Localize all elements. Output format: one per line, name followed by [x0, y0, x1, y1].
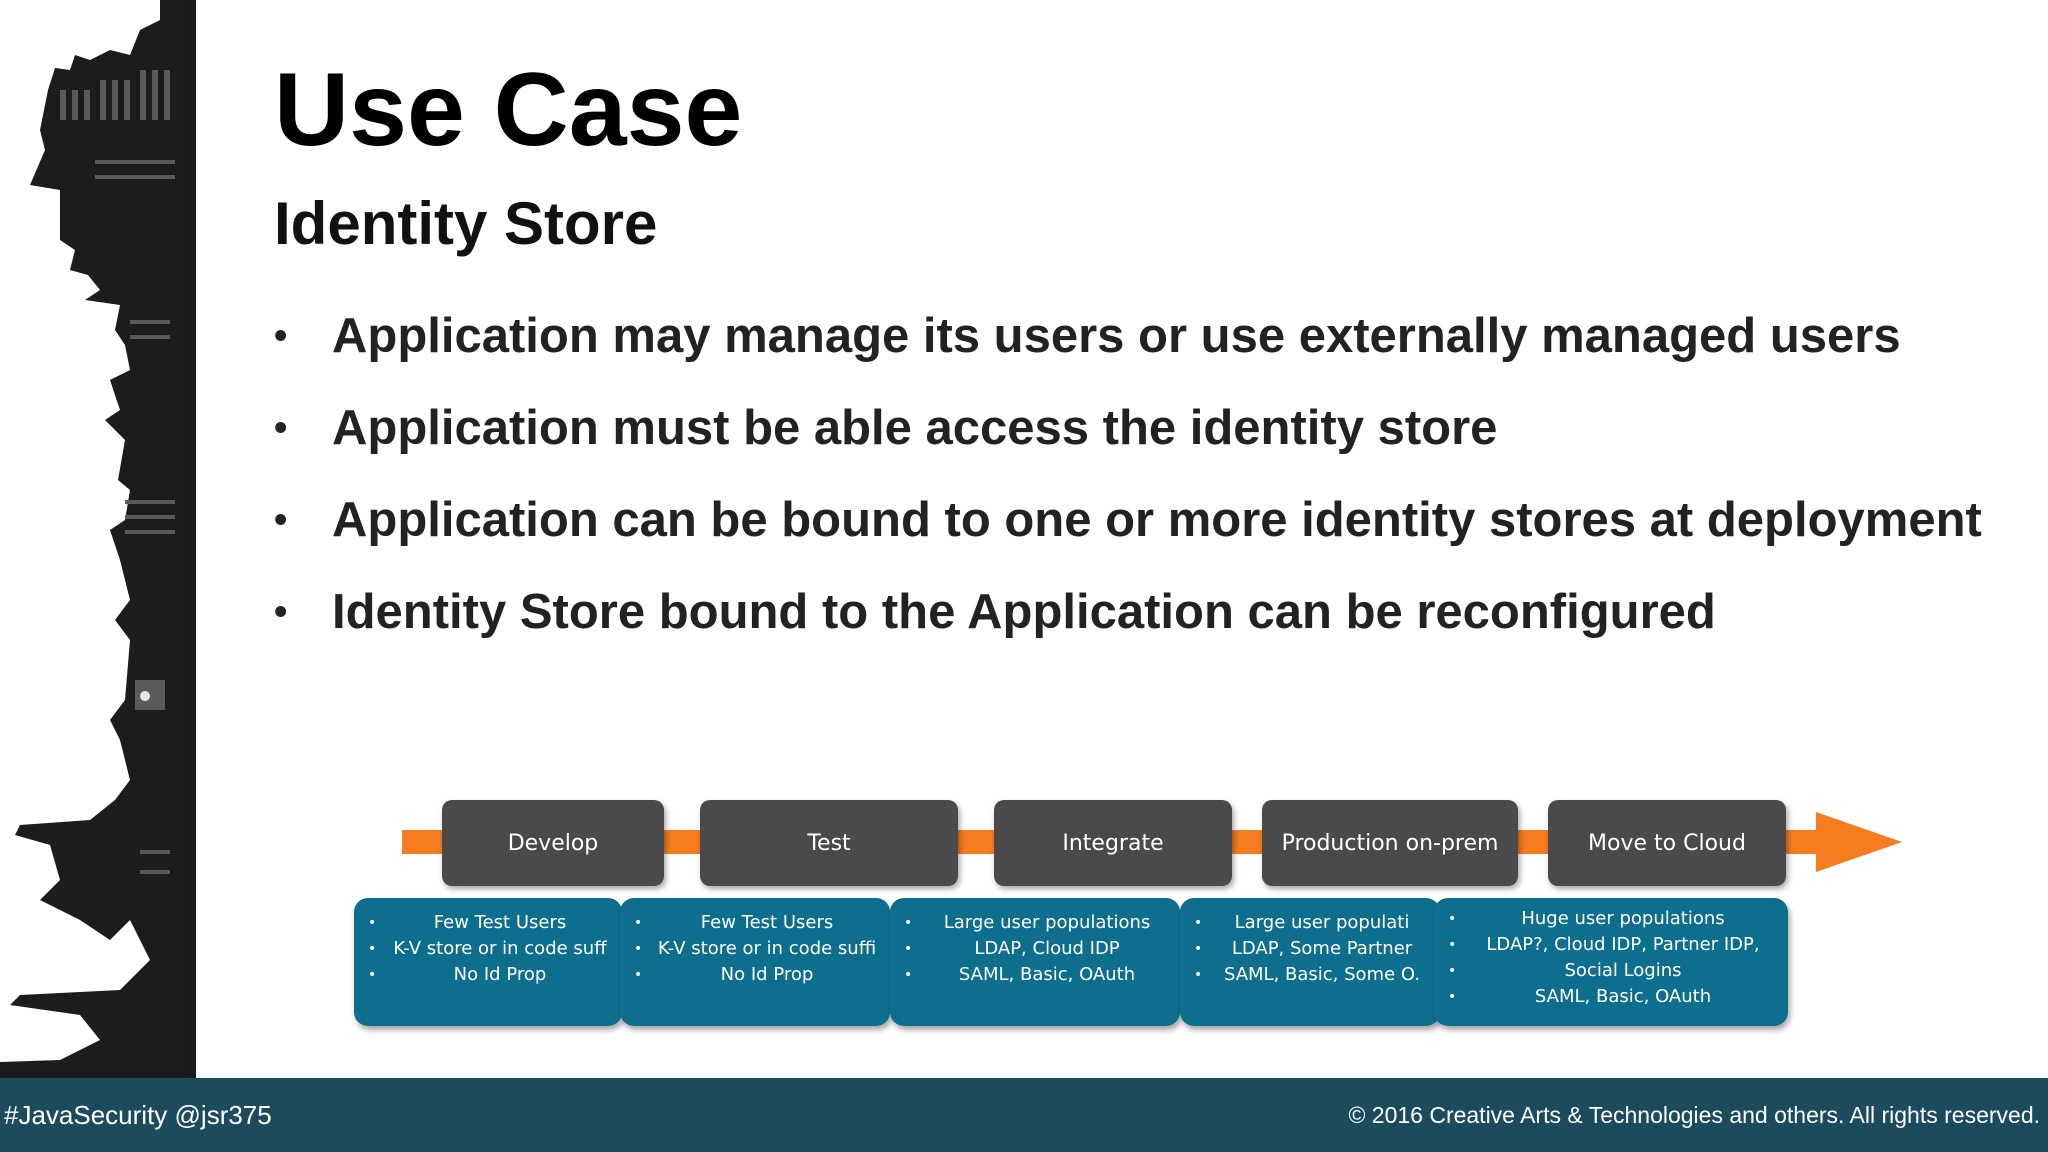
- footer-copyright: © 2016 Creative Arts & Technologies and …: [1348, 1102, 2040, 1128]
- stage-test: Test: [700, 800, 958, 886]
- bullet-icon: •: [634, 941, 643, 957]
- bullet-icon: •: [1448, 989, 1457, 1005]
- bullet-item: • Application must be able access the id…: [274, 382, 2014, 474]
- bullet-icon: •: [368, 941, 377, 957]
- detail-item: •SAML, Basic, Some O.: [1184, 962, 1436, 988]
- slide-footer: #JavaSecurity @jsr375 © 2016 Creative Ar…: [0, 1078, 2048, 1152]
- bullet-item: • Application may manage its users or us…: [274, 290, 2014, 382]
- bullet-icon: •: [1194, 941, 1203, 957]
- bullet-icon: •: [1448, 937, 1457, 953]
- stage-label: Production on-prem: [1281, 830, 1499, 856]
- bullet-item: • Application can be bound to one or mor…: [274, 474, 2014, 566]
- bullet-icon: •: [904, 967, 913, 983]
- detail-item: •Few Test Users: [624, 910, 886, 936]
- bullet-icon: •: [904, 941, 913, 957]
- stage-label: Move to Cloud: [1588, 830, 1746, 856]
- bullet-icon: •: [634, 967, 643, 983]
- bullet-icon: •: [1448, 963, 1457, 979]
- bullet-text: Application may manage its users or use …: [332, 309, 1901, 363]
- footer-hashtag: #JavaSecurity @jsr375: [4, 1100, 272, 1130]
- slide-title: Use Case: [274, 52, 743, 168]
- detail-item: •K-V store or in code suff: [358, 936, 618, 962]
- bullet-icon: •: [904, 915, 913, 931]
- detail-item: •Few Test Users: [358, 910, 618, 936]
- stage-details-production-on-prem: •Large user populati •LDAP, Some Partner…: [1180, 898, 1440, 1026]
- bullet-icon: •: [1448, 911, 1457, 927]
- detail-item: •SAML, Basic, OAuth: [1438, 984, 1784, 1010]
- stage-production-on-prem: Production on-prem: [1262, 800, 1518, 886]
- detail-item: •SAML, Basic, OAuth: [894, 962, 1176, 988]
- bullet-icon: •: [274, 315, 288, 357]
- stage-integrate: Integrate: [994, 800, 1232, 886]
- bullet-text: Identity Store bound to the Application …: [332, 585, 1716, 639]
- detail-item: •No Id Prop: [358, 962, 618, 988]
- detail-item: •LDAP, Cloud IDP: [894, 936, 1176, 962]
- bullet-icon: •: [634, 915, 643, 931]
- detail-item: •Huge user populations: [1438, 906, 1784, 932]
- bullet-icon: •: [1194, 915, 1203, 931]
- stage-label: Test: [807, 830, 851, 856]
- detail-item: •LDAP?, Cloud IDP, Partner IDP,: [1438, 932, 1784, 958]
- bullet-icon: •: [274, 407, 288, 449]
- bullet-text: Application must be able access the iden…: [332, 401, 1498, 455]
- stage-label: Integrate: [1062, 830, 1164, 856]
- city-skyline-decoration: [0, 0, 196, 1078]
- detail-item: •Social Logins: [1438, 958, 1784, 984]
- bullet-text: Application can be bound to one or more …: [332, 493, 1982, 547]
- bullet-icon: •: [274, 591, 288, 633]
- bullet-icon: •: [368, 915, 377, 931]
- stage-move-to-cloud: Move to Cloud: [1548, 800, 1786, 886]
- slide-subtitle: Identity Store: [274, 190, 658, 257]
- detail-item: •No Id Prop: [624, 962, 886, 988]
- detail-item: •K-V store or in code suffi: [624, 936, 886, 962]
- detail-item: •Large user populati: [1184, 910, 1436, 936]
- stage-details-integrate: •Large user populations •LDAP, Cloud IDP…: [890, 898, 1180, 1026]
- bullet-icon: •: [274, 499, 288, 541]
- detail-item: •Large user populations: [894, 910, 1176, 936]
- bullet-icon: •: [368, 967, 377, 983]
- stage-details-test: •Few Test Users •K-V store or in code su…: [620, 898, 890, 1026]
- stage-label: Develop: [507, 830, 599, 856]
- stage-details-move-to-cloud: •Huge user populations •LDAP?, Cloud IDP…: [1434, 898, 1788, 1026]
- lifecycle-diagram: Develop Test Integrate Production on-pre…: [340, 788, 1920, 1038]
- stage-develop: Develop: [442, 800, 664, 886]
- detail-item: •LDAP, Some Partner: [1184, 936, 1436, 962]
- bullet-item: • Identity Store bound to the Applicatio…: [274, 566, 2014, 658]
- bullet-icon: •: [1194, 967, 1203, 983]
- bullet-list: • Application may manage its users or us…: [274, 290, 2014, 658]
- stage-details-develop: •Few Test Users •K-V store or in code su…: [354, 898, 622, 1026]
